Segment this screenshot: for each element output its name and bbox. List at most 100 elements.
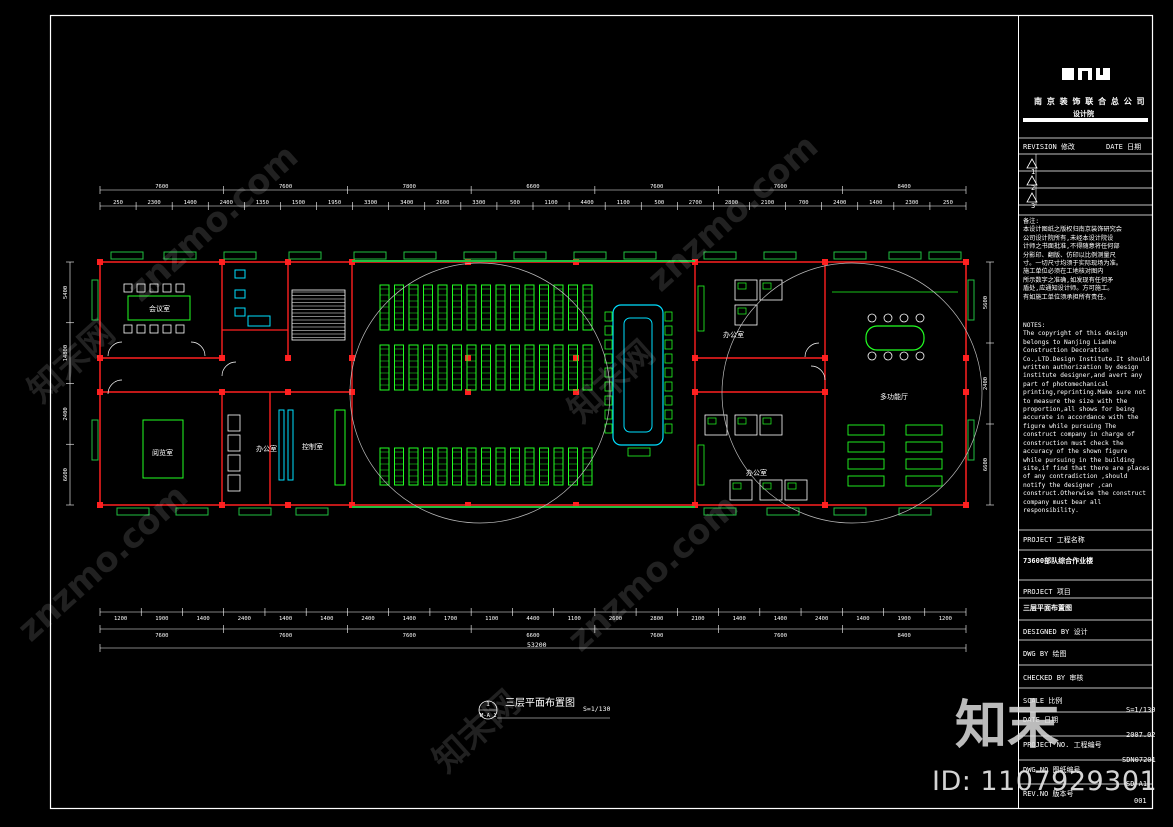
dim-bottom-minor-label-16: 1400	[774, 616, 787, 622]
column-6-3	[692, 502, 698, 508]
drawing-frame	[49, 14, 1154, 810]
column-1-2	[219, 389, 225, 395]
stage-chair-r-0	[664, 311, 673, 322]
office-a-desk-0	[227, 414, 241, 432]
seat-row-1-14	[582, 344, 593, 391]
meeting-chair-top-0	[123, 283, 133, 293]
workstation-monitor-6	[732, 482, 742, 490]
hall-desk-3-1	[905, 475, 943, 487]
hall-chair-bottom-3	[915, 351, 925, 361]
office-a-desk-1	[227, 434, 241, 452]
dim-bottom-major-label-0: 7600	[155, 633, 168, 639]
window-top-5	[403, 251, 437, 260]
dim-top-minor-label-17: 2800	[725, 200, 738, 206]
window-top-2	[223, 251, 257, 260]
seat-row-1-8	[495, 344, 506, 391]
stage-platform	[612, 304, 664, 446]
stage-table	[623, 317, 653, 433]
seat-row-2-14	[582, 447, 593, 486]
column-1-0	[219, 259, 225, 265]
door-swing-3	[804, 342, 820, 358]
dim-top-minor-label-19: 700	[799, 200, 809, 206]
dim-top-minor-label-16: 2700	[689, 200, 702, 206]
workstation-monitor-7	[762, 482, 772, 490]
dim-bottom-minor-label-5: 1400	[320, 616, 333, 622]
column-1-3	[219, 502, 225, 508]
dim-bottom-minor-label-17: 2400	[815, 616, 828, 622]
room-label-office-b: 办公室	[723, 331, 744, 339]
dim-bottom-minor-label-11: 1100	[568, 616, 581, 622]
seat-row-2-11	[539, 447, 549, 486]
date-value: 2007.02	[1126, 731, 1156, 739]
dim-top-minor-label-4: 1350	[256, 200, 269, 206]
dim-top-minor-label-3: 2400	[220, 200, 233, 206]
seat-row-1-5	[452, 344, 462, 391]
window-top-3	[288, 251, 322, 260]
drawing-title: 三层平面布置图	[505, 699, 575, 709]
dwg-no-label: DWG.NO 图纸编号	[1023, 766, 1081, 774]
dim-left-label-3: 6600	[63, 468, 69, 481]
seat-row-0-9	[510, 284, 520, 331]
window-bottom-7	[898, 507, 932, 516]
workstation-6	[729, 479, 753, 501]
stage-lectern	[627, 447, 651, 457]
meeting-chair-bottom-0	[123, 324, 133, 334]
hall-chair-bottom-0	[867, 351, 877, 361]
stage-chair-r-2	[664, 339, 673, 350]
hall-desk-1-1	[905, 441, 943, 453]
hall-desk-1-0	[847, 441, 885, 453]
dim-top-minor-label-21: 1400	[869, 200, 882, 206]
dim-bottom-minor-label-0: 1200	[114, 616, 127, 622]
dim-top-major-label-3: 6600	[526, 184, 539, 190]
office-a-desk-3	[227, 474, 241, 492]
column-7-0	[822, 259, 828, 265]
door-swing-5	[107, 379, 123, 395]
dim-top-minor-label-2: 1400	[184, 200, 197, 206]
stage-chair-r-5	[664, 381, 673, 392]
workstation-7	[759, 479, 783, 501]
workstation-4	[734, 414, 758, 436]
seat-row-1-11	[539, 344, 549, 391]
seat-row-2-3	[423, 447, 433, 486]
seat-row-0-8	[495, 284, 506, 331]
workstation-monitor-3	[707, 417, 717, 425]
seat-row-0-5	[452, 284, 462, 331]
seat-row-2-0	[379, 447, 390, 486]
dim-bottom-minor-label-18: 1400	[856, 616, 869, 622]
overlay-circle-2	[721, 262, 983, 524]
meeting-chair-bottom-4	[175, 324, 185, 334]
seat-row-0-10	[524, 284, 535, 331]
scale-label: SCALE 比例	[1023, 697, 1063, 705]
stage-chair-r-4	[664, 367, 673, 378]
seat-row-2-10	[524, 447, 535, 486]
column-0-1	[97, 355, 103, 361]
seat-row-2-8	[495, 447, 506, 486]
dim-top-minor-label-0: 250	[113, 200, 123, 206]
door-swing-2	[221, 361, 237, 377]
workstation-monitor-4	[737, 417, 747, 425]
drawing-label: PROJECT 项目	[1023, 588, 1071, 596]
dim-top-minor-label-8: 3400	[400, 200, 413, 206]
stage-chair-l-1	[604, 325, 613, 336]
window-bottom-3	[295, 507, 329, 516]
dim-bottom-minor-label-10: 4400	[526, 616, 539, 622]
dim-left-label-1: 14800	[63, 345, 69, 362]
workstation-8	[784, 479, 808, 501]
dim-top-minor-label-18: 2100	[761, 200, 774, 206]
room-label-reading: 阅览室	[152, 449, 173, 457]
dim-bottom-minor-label-1: 1900	[155, 616, 168, 622]
dim-bottom-major-label-1: 7600	[279, 633, 292, 639]
meeting-chair-top-2	[149, 283, 159, 293]
dim-bottom-minor-label-4: 1400	[279, 616, 292, 622]
revision-label: REVISION 修改	[1023, 143, 1075, 151]
workstation-2	[734, 304, 758, 326]
column-6-2	[692, 389, 698, 395]
seat-row-0-3	[423, 284, 433, 331]
hall-desk-3-0	[847, 475, 885, 487]
scale-value: S=1/130	[1126, 706, 1156, 714]
dim-bottom-major-label-6: 8400	[898, 633, 911, 639]
window-bottom-1	[175, 507, 209, 516]
window-top-10	[703, 251, 737, 260]
dim-top-major-label-2: 7800	[403, 184, 416, 190]
